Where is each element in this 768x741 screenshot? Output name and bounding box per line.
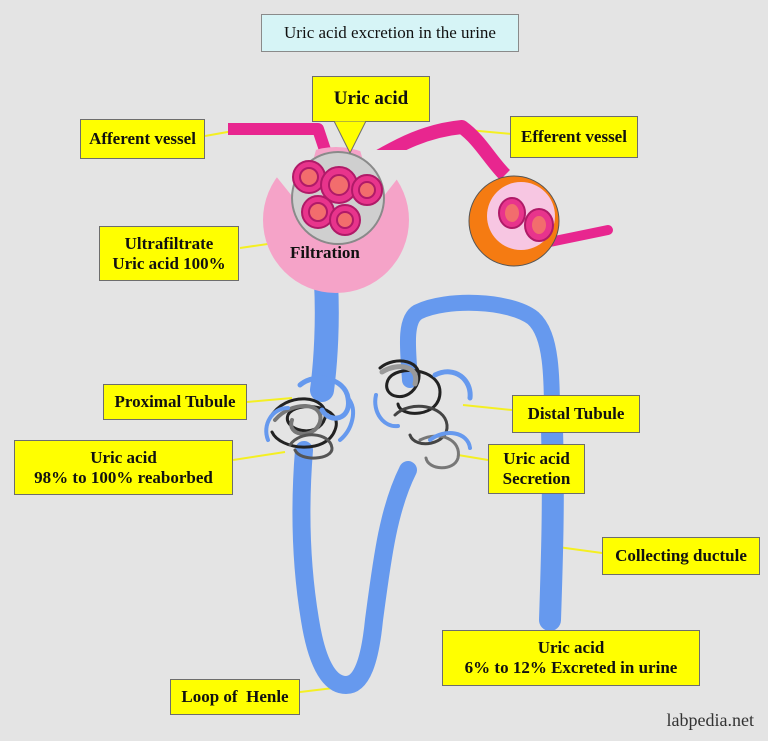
diagram-title: Uric acid excretion in the urine [261, 14, 519, 52]
efferent-vessel-label: Efferent vessel [510, 116, 638, 158]
ultrafiltrate-label: Ultrafiltrate Uric acid 100% [99, 226, 239, 281]
efferent-capillary [468, 175, 560, 267]
uric-acid-callout-pointer [333, 121, 367, 155]
glomerulus-cells [292, 160, 383, 236]
loop-of-henle-label: Loop of Henle [170, 679, 300, 715]
proximal-tubule-label: Proximal Tubule [103, 384, 247, 420]
watermark: labpedia.net [666, 710, 754, 730]
distal-convolution [373, 359, 473, 470]
reabsorbed-label: Uric acid 98% to 100% reaborbed [14, 440, 233, 495]
excreted-label: Uric acid 6% to 12% Excreted in urine [442, 630, 700, 686]
filtration-label: Filtration [290, 243, 360, 262]
distal-tubule-label: Distal Tubule [512, 395, 640, 433]
proximal-convolution [264, 375, 356, 460]
uric-acid-top-label: Uric acid [312, 76, 430, 122]
afferent-vessel-label: Afferent vessel [80, 119, 205, 159]
secretion-label: Uric acid Secretion [488, 444, 585, 494]
collecting-ductule-label: Collecting ductule [602, 537, 760, 575]
